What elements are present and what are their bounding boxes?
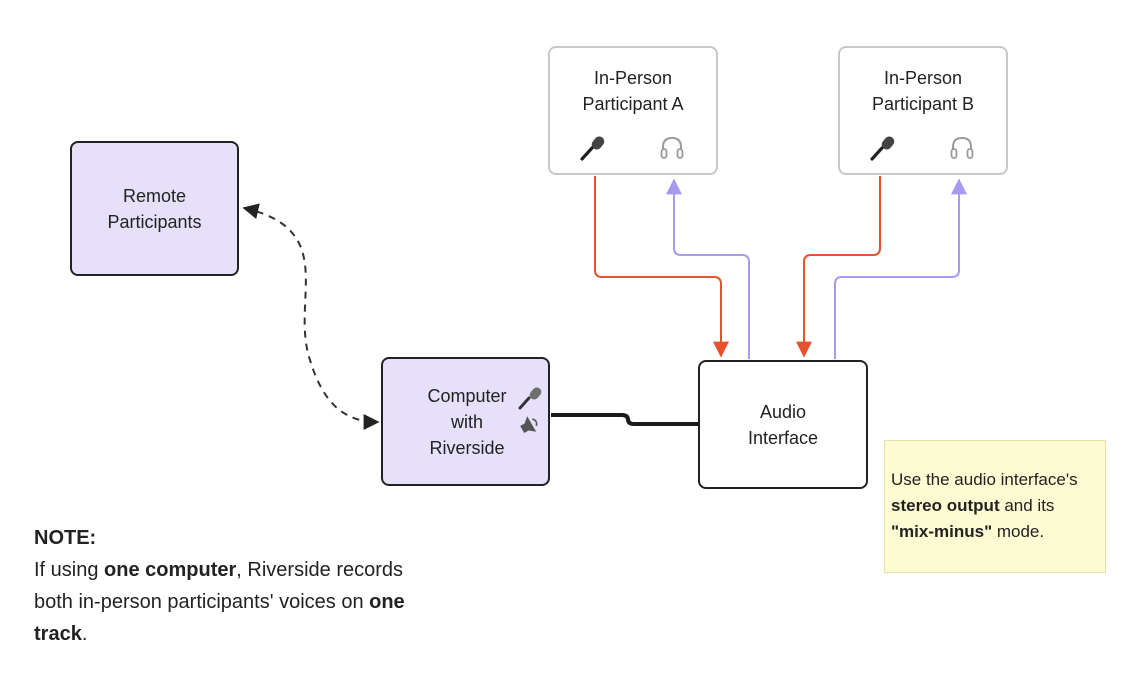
- side-note-post1: , Riverside records both in-person parti…: [34, 559, 404, 613]
- computer-node: Computer with Riverside: [381, 357, 550, 486]
- side-note-heading: NOTE:: [34, 527, 97, 549]
- sticky-note-bold2: "mix-minus": [891, 522, 993, 541]
- computer-audio-cable: [551, 413, 698, 426]
- microphone-icon: [870, 136, 895, 161]
- participant-a-label: In-Person Participant A: [582, 68, 684, 114]
- side-note-pre1: If using: [34, 559, 105, 581]
- microphone-icon: [580, 136, 605, 161]
- participant-b-mic-line: [796, 176, 881, 358]
- remote-participants-node: Remote Participants: [70, 141, 239, 276]
- computer-label: Computer with Riverside: [427, 386, 507, 458]
- sticky-note-bold1: stereo output: [891, 496, 1000, 515]
- remote-participants-label: Remote Participants: [107, 185, 202, 232]
- side-note: NOTE: If using one computer, Riverside r…: [34, 522, 414, 650]
- participant-b-headphone-line: [834, 178, 967, 359]
- sticky-note: Use the audio interface's stereo output …: [884, 440, 1106, 573]
- side-note-post2: .: [81, 623, 88, 645]
- participant-a-node: In-Person Participant A: [548, 46, 718, 175]
- side-note-bold2: one track: [34, 591, 405, 645]
- audio-interface-label: Audio Interface: [747, 401, 819, 448]
- speaker-icon: [520, 416, 538, 433]
- participant-a-headphone-line: [666, 178, 750, 359]
- audio-interface-node: Audio Interface: [698, 360, 868, 489]
- participant-b-node: In-Person Participant B: [838, 46, 1008, 175]
- headphones-icon: [660, 136, 684, 159]
- participant-b-label: In-Person Participant B: [871, 68, 975, 114]
- sticky-note-tail: mode.: [992, 522, 1045, 541]
- remote-computer-connector: [242, 203, 380, 430]
- sticky-note-mid: and its: [999, 496, 1055, 515]
- microphone-icon: [518, 387, 542, 410]
- sticky-note-line1: Use the audio interface's: [891, 470, 1078, 489]
- side-note-bold1: one computer: [104, 559, 237, 581]
- participant-a-mic-line: [594, 176, 729, 358]
- headphones-icon: [950, 136, 974, 159]
